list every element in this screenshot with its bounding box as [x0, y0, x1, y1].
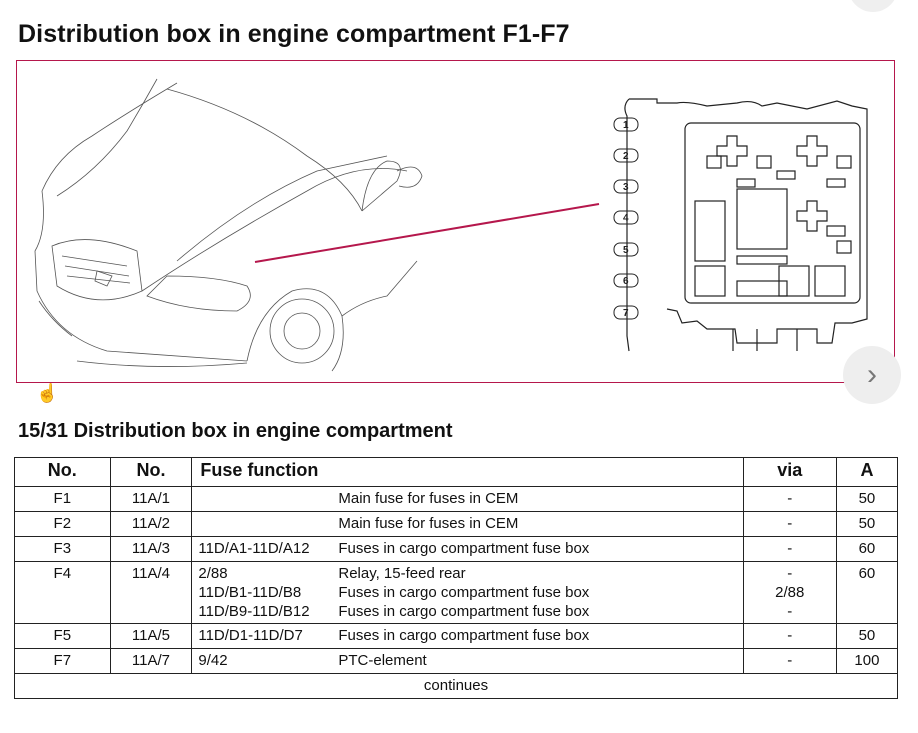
callout-3: 3 [623, 182, 629, 193]
scroll-indicator [848, 0, 898, 12]
fuse-description: PTC-element [338, 652, 427, 669]
distribution-box-figure: 1 2 3 4 5 6 7 G030426 [16, 60, 895, 383]
fuse-code: 11D/B1-11D/B8 [198, 584, 302, 601]
fuse-function: Main fuse for fuses in CEM [191, 511, 744, 537]
fuse-description: Fuses in cargo compartment fuse box [338, 603, 590, 620]
next-button[interactable]: › [843, 346, 901, 404]
table-header-row: No. No. Fuse function via A [14, 457, 899, 487]
via-value: - [787, 540, 793, 557]
callout-6: 6 [623, 276, 629, 287]
callout-4: 4 [623, 213, 629, 224]
fuse-amperage: 60 [835, 561, 899, 624]
fuse-box-drawing [624, 98, 868, 352]
fuse-number: F7 [14, 648, 111, 674]
section-title: 15/31 Distribution box in engine compart… [18, 420, 453, 442]
via-value: - [787, 627, 793, 644]
header-via: via [742, 457, 837, 487]
fuse-number: F5 [14, 623, 111, 649]
via-value: - [787, 490, 793, 507]
fuse-description: Main fuse for fuses in CEM [338, 515, 519, 532]
header-function: Fuse function [191, 457, 744, 487]
chevron-right-icon: › [867, 358, 877, 391]
fuse-number: F1 [14, 486, 111, 512]
header-no2: No. [109, 457, 193, 487]
fuse-code: 9/42 [198, 652, 228, 669]
callout-7: 7 [623, 308, 629, 319]
fuse-id: 11A/5 [109, 623, 193, 649]
via-value: - [787, 515, 793, 532]
fuse-code [198, 489, 338, 508]
fuse-amperage: 100 [835, 648, 899, 674]
fuse-function: 11D/D1-11D/D7 Fuses in cargo compartment … [191, 623, 744, 649]
page-title: Distribution box in engine compartment F… [18, 20, 570, 48]
header-no: No. [14, 457, 111, 487]
continues-label: continues [14, 673, 898, 699]
fuse-code: 11D/B9-11D/B12 [198, 603, 310, 620]
fuse-number: F3 [14, 536, 111, 562]
fuse-function: 11D/A1-11D/A12 Fuses in cargo compartment… [191, 536, 744, 562]
via-value: - [787, 652, 793, 669]
fuse-description: Fuses in cargo compartment fuse box [338, 584, 590, 601]
fuse-number: F2 [14, 511, 111, 537]
fuse-via: - 2/88 - [742, 561, 837, 624]
fuse-id: 11A/4 [109, 561, 193, 624]
fuse-amperage: 50 [835, 486, 899, 512]
fuse-via: - [742, 623, 837, 649]
fuse-code: 11D/D1-11D/D7 [198, 627, 303, 644]
fuse-description: Relay, 15-feed rear [338, 565, 466, 582]
fuse-code: 11D/A1-11D/A12 [198, 540, 310, 557]
fuse-code [198, 514, 338, 533]
fuse-id: 11A/2 [109, 511, 193, 537]
callout-5: 5 [623, 245, 629, 256]
fuse-amperage: 50 [835, 511, 899, 537]
fuse-code: 2/88 [198, 565, 228, 582]
header-amp: A [835, 457, 899, 487]
callout-1: 1 [623, 120, 629, 131]
fuse-via: - [742, 486, 837, 512]
fuse-via: - [742, 511, 837, 537]
fuse-amperage: 60 [835, 536, 899, 562]
fuse-function: 9/42 PTC-element [191, 648, 744, 674]
car-drawing [34, 78, 423, 372]
via-value: 2/88 [775, 584, 805, 601]
callout-2: 2 [623, 151, 629, 162]
fuse-id: 11A/3 [109, 536, 193, 562]
continues-row: continues [14, 673, 898, 699]
fuse-amperage: 50 [835, 623, 899, 649]
pointer-line [254, 203, 600, 263]
fuse-id: 11A/1 [109, 486, 193, 512]
via-value: - [787, 603, 793, 620]
hand-pointer-icon: ☝ [36, 383, 59, 403]
fuse-function: Main fuse for fuses in CEM [191, 486, 744, 512]
fuse-description: Fuses in cargo compartment fuse box [338, 627, 590, 644]
callout-labels: 1 2 3 4 5 6 7 [613, 117, 639, 320]
fuse-description: Main fuse for fuses in CEM [338, 490, 519, 507]
fuse-id: 11A/7 [109, 648, 193, 674]
fuse-via: - [742, 648, 837, 674]
fuse-number: F4 [14, 561, 111, 624]
fuse-via: - [742, 536, 837, 562]
via-value: - [787, 565, 793, 582]
fuse-description: Fuses in cargo compartment fuse box [338, 540, 590, 557]
